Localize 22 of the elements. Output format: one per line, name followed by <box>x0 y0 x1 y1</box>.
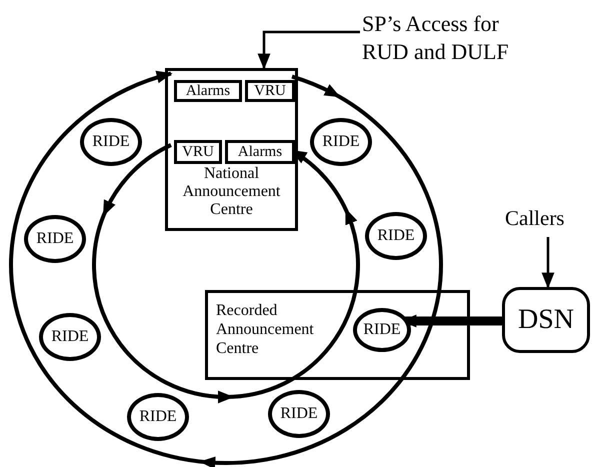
ride-ellipse: RIDE <box>127 393 189 441</box>
text-label: Callers <box>505 203 591 235</box>
unit-box: Alarms <box>174 80 242 102</box>
ride-ellipse: RIDE <box>24 215 86 263</box>
ride-ellipse: RIDE <box>310 118 372 166</box>
centre-box <box>205 290 470 380</box>
text-label: SP’s Access for RUD and DULF <box>362 10 512 100</box>
unit-box: VRU <box>245 80 295 102</box>
ring-connector <box>92 143 360 404</box>
centre-label: National Announcement Centre <box>182 165 282 219</box>
ride-ellipse: RIDE <box>80 118 142 166</box>
centre-box <box>165 68 298 231</box>
arrow <box>258 30 360 70</box>
network-box: DSN <box>502 287 590 353</box>
ride-ellipse: RIDE <box>268 390 330 438</box>
ride-ellipse: RIDE <box>365 212 427 260</box>
arrow <box>542 237 554 289</box>
ride-ellipse: RIDE <box>39 313 101 361</box>
unit-box: VRU <box>174 140 222 164</box>
unit-box: Alarms <box>225 140 295 164</box>
ride-ellipse: RIDE <box>353 308 411 352</box>
centre-label: Recorded Announcement Centre <box>216 301 315 358</box>
